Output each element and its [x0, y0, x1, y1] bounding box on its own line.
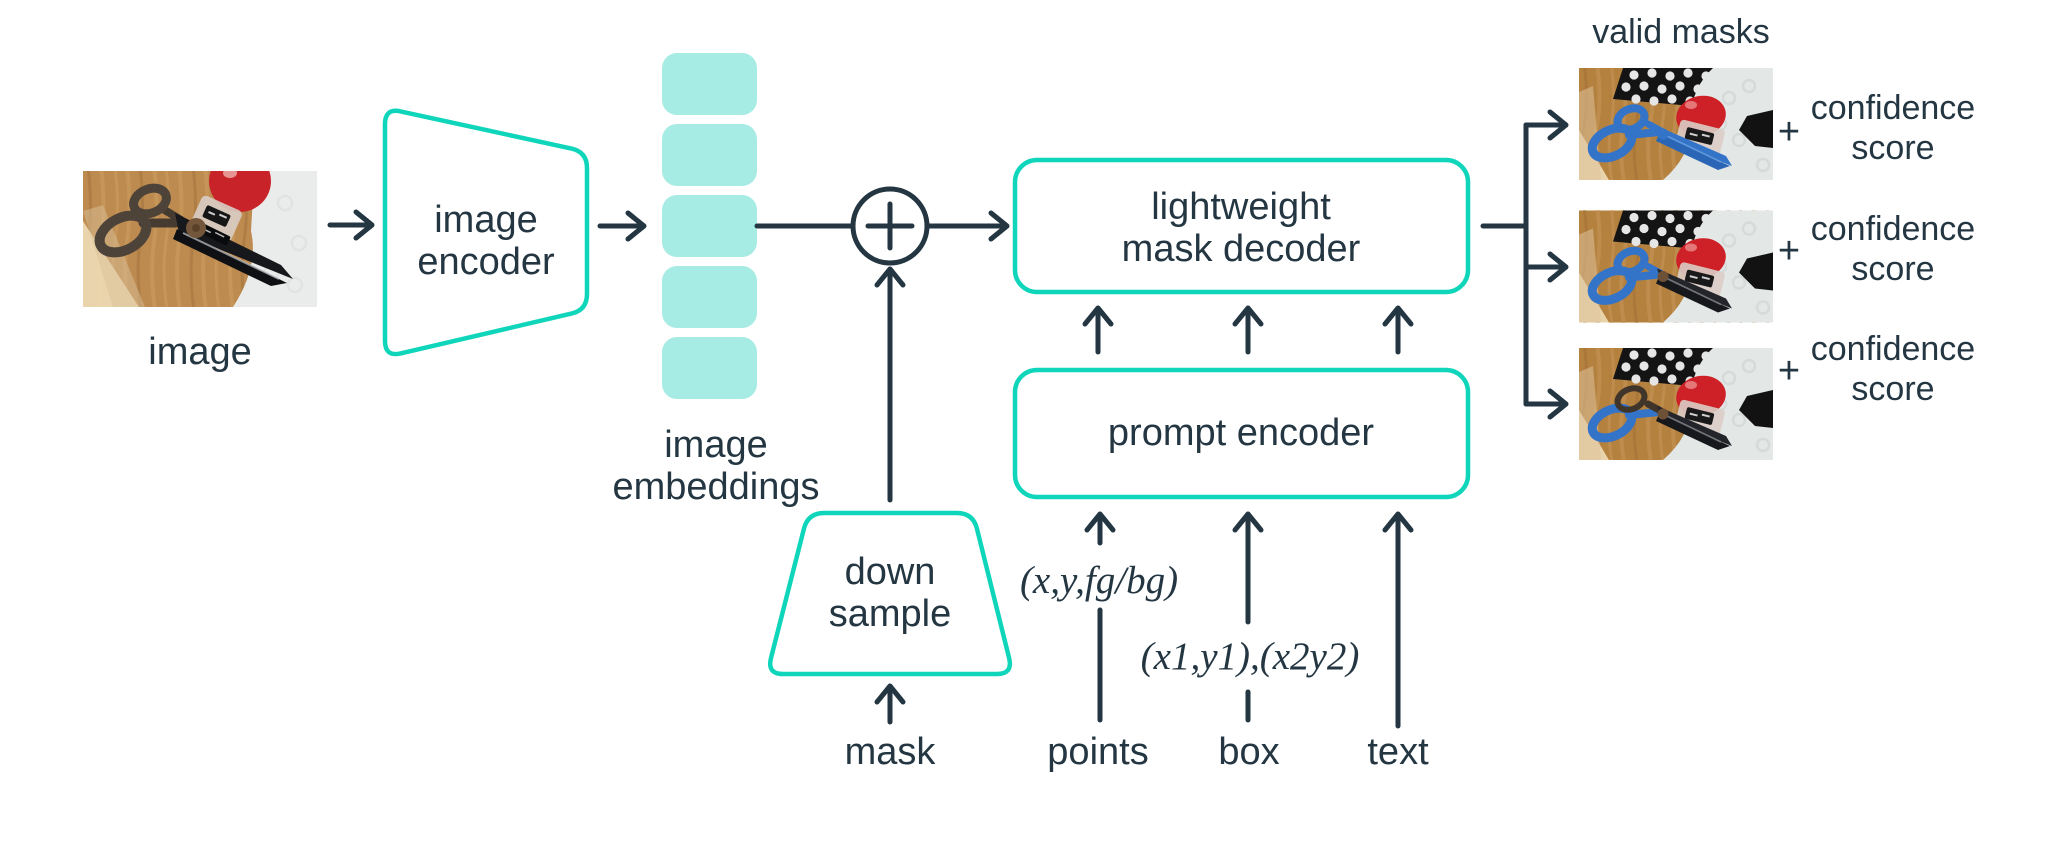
- mask-decoder-box: [1012, 157, 1471, 295]
- confidence-score-label-3: confidence score: [1810, 330, 1976, 408]
- valid-masks-title: valid masks: [1592, 13, 1770, 51]
- arrow-text-to-prompt: [1382, 511, 1414, 729]
- arrow-points-to-prompt: [1084, 511, 1116, 723]
- box-annotation: (x1,y1),(x2y2): [1140, 635, 1360, 678]
- points-input-label: points: [1047, 731, 1149, 773]
- valid-mask-thumbnail-3: [1579, 348, 1773, 460]
- confidence-score-label-1: confidence score: [1810, 89, 1976, 167]
- confidence-plus-2: +: [1777, 230, 1801, 272]
- image-embeddings-label: image embeddings: [612, 424, 820, 508]
- image-embedding-blocks: [662, 53, 757, 399]
- arrow-plus-to-decoder: [925, 210, 1010, 242]
- arrow-downsample-to-plus: [874, 266, 906, 503]
- mask-input-label: mask: [844, 731, 936, 773]
- box-input-label: box: [1218, 731, 1280, 773]
- text-input-label: text: [1367, 731, 1429, 773]
- arrow-box-to-prompt: [1232, 511, 1264, 723]
- decoder-output-branch: [1480, 109, 1569, 420]
- arrow-encoder-to-embeddings: [597, 210, 647, 242]
- input-image-photo: [83, 171, 317, 307]
- arrow-image-to-encoder: [327, 209, 375, 241]
- image-encoder-label: image encoder: [417, 199, 555, 283]
- confidence-plus-3: +: [1777, 350, 1801, 392]
- prompt-encoder-box: [1012, 367, 1471, 500]
- confidence-score-label-2: confidence score: [1810, 210, 1976, 288]
- arrows-prompt-to-decoder: [1082, 305, 1414, 355]
- valid-mask-thumbnail-2: [1579, 210, 1773, 323]
- circle-plus-icon: [850, 186, 930, 266]
- down-sample-shape: [768, 510, 1013, 677]
- points-annotation: (x,y,fg/bg): [1019, 559, 1179, 602]
- mask-decoder-label: lightweight mask decoder: [1121, 186, 1361, 270]
- image-encoder-shape: [382, 108, 590, 357]
- confidence-plus-1: +: [1777, 111, 1801, 153]
- input-image-label: image: [148, 331, 252, 373]
- down-sample-label: down sample: [828, 551, 952, 635]
- arrow-mask-to-downsample: [874, 683, 906, 725]
- prompt-encoder-label: prompt encoder: [1107, 412, 1375, 454]
- valid-mask-thumbnail-1: [1579, 68, 1773, 180]
